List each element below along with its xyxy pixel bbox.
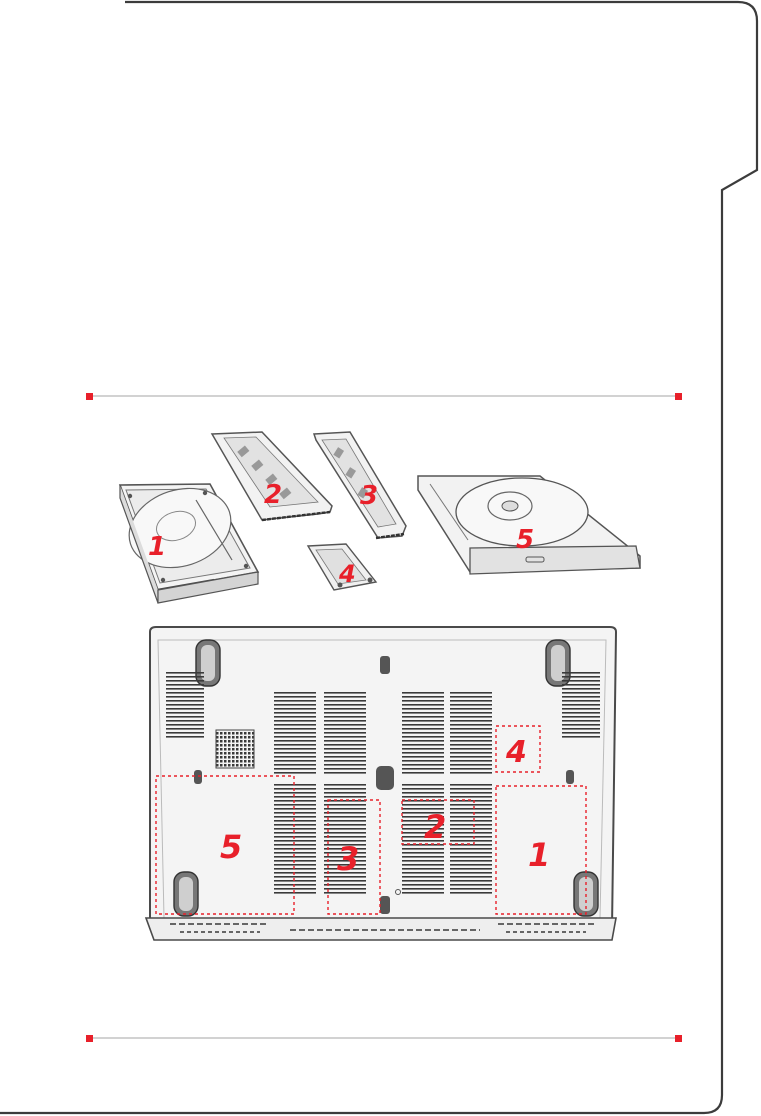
memory-b-number-label: 3: [360, 481, 378, 511]
wlan-card: 4: [308, 544, 376, 590]
divider-marker-right: [675, 1035, 682, 1042]
hard-disk-drive: 1: [119, 476, 258, 603]
bottom-divider: [88, 1037, 680, 1039]
hdd-number-label: 1: [148, 532, 166, 562]
odd-number-label: 5: [516, 525, 534, 555]
area-hdd-number-label: 1: [528, 836, 550, 874]
divider-marker-left: [86, 1035, 93, 1042]
area-odd-number-label: 5: [220, 828, 242, 866]
area-memory-b-number-label: 3: [337, 840, 359, 878]
memory-module-a: 2: [212, 432, 332, 520]
laptop-bottom-view: 5 3 2 4 1: [146, 627, 616, 940]
wlan-number-label: 4: [338, 560, 356, 588]
memory-module-b: 3: [314, 432, 406, 538]
area-memory-a-number-label: 2: [424, 808, 446, 846]
area-wlan-number-label: 4: [505, 735, 527, 770]
optical-disk-drive: 5: [418, 476, 640, 574]
memory-a-number-label: 2: [264, 480, 282, 510]
